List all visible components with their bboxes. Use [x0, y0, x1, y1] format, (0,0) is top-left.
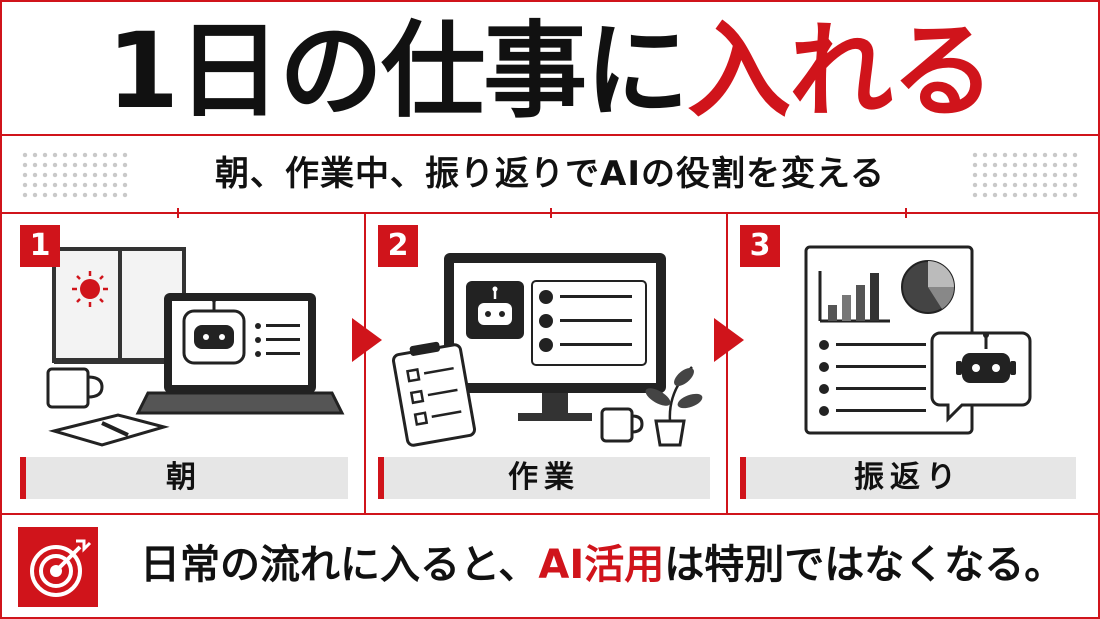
pie-chart-icon — [901, 260, 955, 314]
robot-icon — [182, 296, 246, 365]
divider-tick — [550, 208, 552, 218]
footer-divider — [0, 513, 1100, 515]
subtitle: 朝、作業中、振り返りでAIの役割を変える — [215, 154, 885, 194]
panel-morning: 1 朝 — [8, 213, 364, 513]
work-illustration — [391, 253, 703, 447]
page-title: 1日の仕事に入れる — [106, 10, 995, 132]
coffee-mug-icon — [46, 367, 104, 409]
arrow-right-icon — [352, 318, 382, 362]
robot-icon — [930, 331, 1032, 423]
footer-text-before: 日常の流れに入ると、 — [140, 542, 539, 588]
divider-tick — [177, 208, 179, 218]
arrow-right-icon — [714, 318, 744, 362]
step-number-badge: 3 — [740, 225, 780, 267]
panel-label-text: 朝 — [166, 460, 202, 495]
plant-icon — [645, 366, 703, 447]
checklist-icon — [531, 280, 647, 366]
divider-tick — [905, 208, 907, 218]
robot-icon — [466, 281, 524, 339]
dot-pattern-right — [970, 150, 1080, 198]
footer-text-after: は特別ではなくなる。 — [664, 542, 1065, 588]
morning-illustration — [46, 247, 345, 447]
dot-pattern-left — [20, 150, 130, 198]
panel-work: 2 作業 — [366, 213, 726, 513]
notebook-icon — [48, 413, 170, 447]
footer-text-highlight: AI活用 — [538, 542, 665, 588]
panel-label-morning: 朝 — [20, 457, 348, 499]
label-accent-bar — [378, 457, 384, 499]
label-accent-bar — [740, 457, 746, 499]
sun-icon — [72, 271, 108, 307]
panel-label-review: 振返り — [740, 457, 1076, 499]
title-emphasis: 入れる — [687, 10, 995, 132]
footer-text: 日常の流れに入ると、AI活用は特別ではなくなる。 — [140, 537, 1064, 593]
coffee-mug-icon — [600, 407, 644, 443]
footer-message: 日常の流れに入ると、AI活用は特別ではなくなる。 — [0, 515, 1100, 619]
title-main: 1日の仕事に — [106, 10, 689, 132]
panel-label-text: 作業 — [508, 460, 580, 495]
title-area: 1日の仕事に入れる — [0, 0, 1100, 135]
panel-divider — [364, 213, 366, 513]
title-divider — [0, 134, 1100, 136]
label-accent-bar — [20, 457, 26, 499]
panel-review: 3 振返り — [728, 213, 1092, 513]
panel-label-work: 作業 — [378, 457, 710, 499]
panel-label-text: 振返り — [854, 460, 962, 495]
target-icon — [18, 527, 98, 607]
clipboard-icon — [391, 341, 477, 447]
panel-divider — [726, 213, 728, 513]
step-number-badge: 2 — [378, 225, 418, 267]
review-illustration — [804, 245, 1032, 435]
bar-chart-icon — [818, 271, 890, 323]
subtitle-band: 朝、作業中、振り返りでAIの役割を変える — [0, 136, 1100, 212]
step-number-badge: 1 — [20, 225, 60, 267]
